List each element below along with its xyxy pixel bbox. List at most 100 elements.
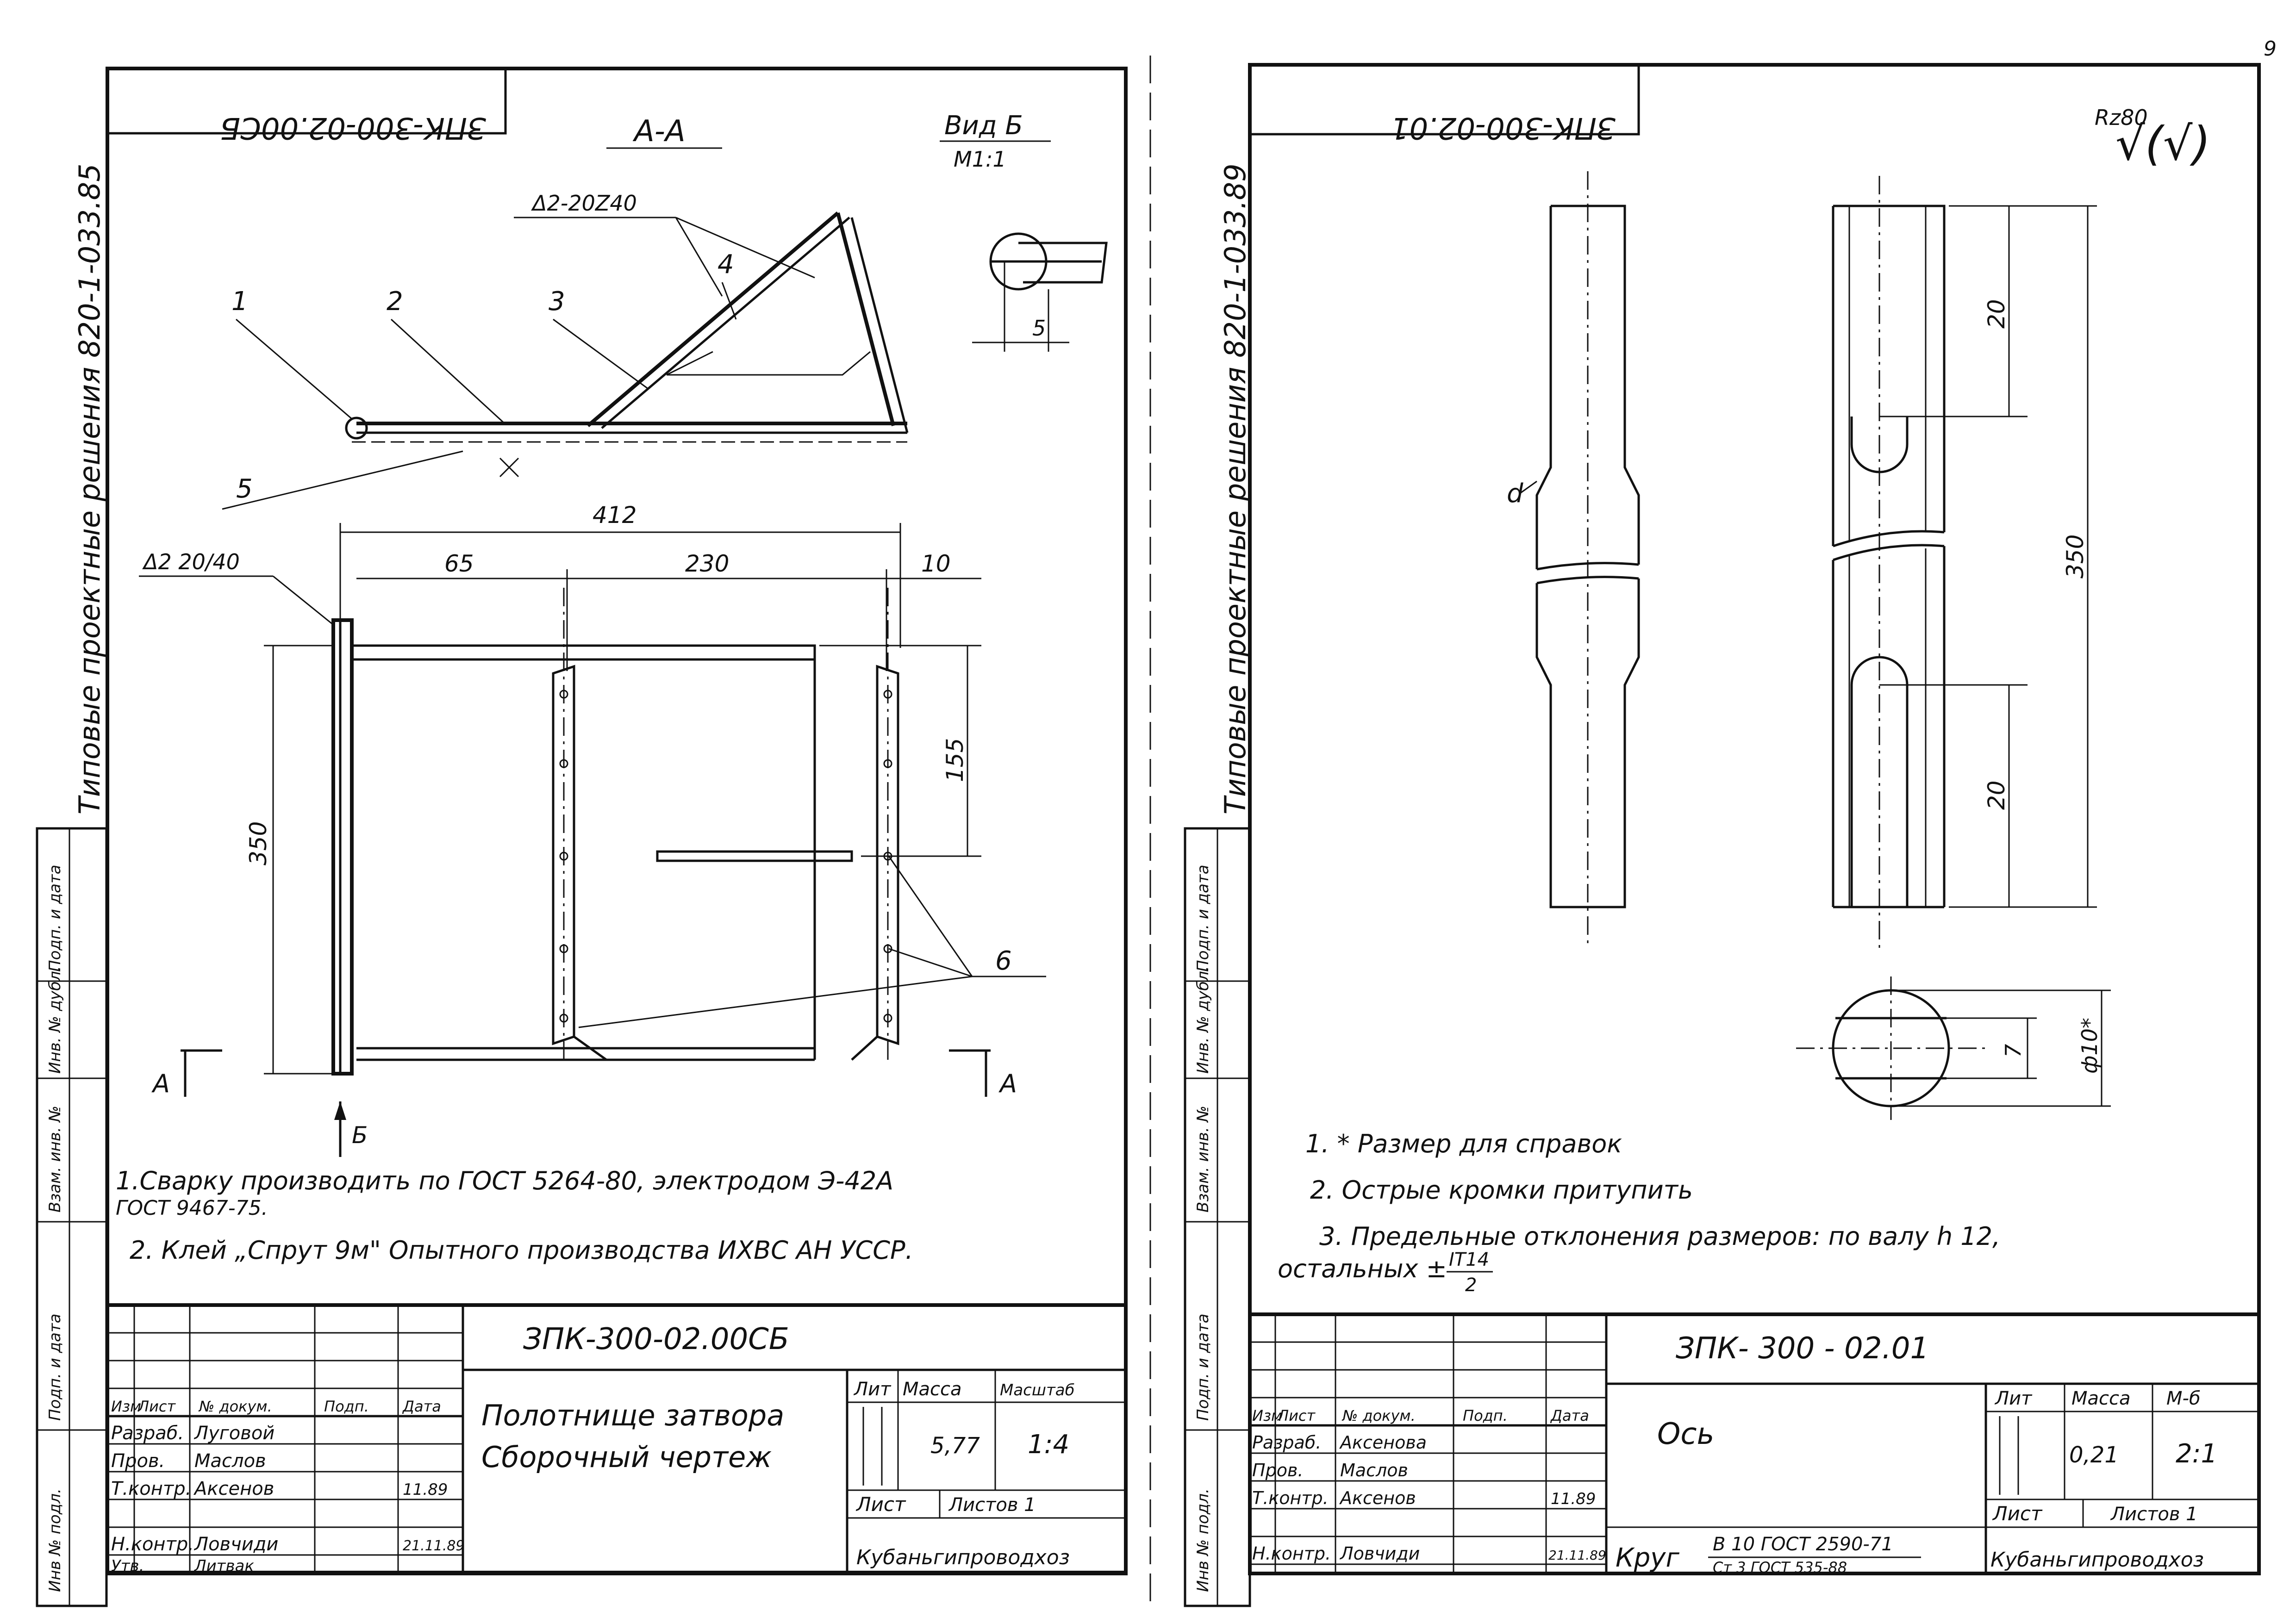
- left-code-box: [106, 67, 507, 135]
- callout-5: 5: [236, 474, 253, 504]
- stamp-label: Взам. инв. №: [1194, 1106, 1212, 1213]
- tb-material-word: Круг: [1616, 1543, 1679, 1573]
- dim-350: 350: [245, 821, 272, 865]
- dim-7: 7: [2001, 1044, 2026, 1057]
- tb-sheet: Лист: [1992, 1502, 2043, 1525]
- tb-mass: 5,77: [930, 1433, 980, 1459]
- tb-date: 21.11.89: [403, 1538, 465, 1554]
- shaft-view-2: 20 20 350: [1832, 176, 2097, 949]
- right-stamp-strip: Инв № подл. Подп. и дата Взам. инв. № Ин…: [1184, 827, 1251, 1607]
- stamp-label: Подп. и дата: [1194, 864, 1212, 972]
- right-note-fraction-num: IT14: [1449, 1249, 1489, 1270]
- tb-sheet: Лист: [855, 1493, 906, 1516]
- stamp-label: Подп. и дата: [46, 864, 64, 972]
- weld-note-left: Δ2 20/40: [142, 549, 240, 574]
- dim-65: 65: [444, 550, 474, 577]
- stamp-label: Инв № подл.: [1194, 1488, 1212, 1592]
- left-note-line-1: 1.Сварку производить по ГОСТ 5264-80, эл…: [116, 1166, 893, 1195]
- tb-mass-hdr: Масса: [2071, 1388, 2131, 1409]
- plan-view: 6 350 155 А А Б: [151, 588, 1046, 1157]
- tb-lit-hdr: Лит: [853, 1379, 892, 1400]
- tb-person: Аксенов: [193, 1478, 274, 1499]
- left-side-title: Типовые проектные решения 820-1-033.85: [73, 163, 106, 815]
- tb-date: 11.89: [1551, 1490, 1596, 1508]
- tb-hdr: Изм: [111, 1398, 141, 1415]
- weld-note-top: Δ2-20Z40: [531, 191, 637, 216]
- right-code-box-text: ЗПК-300-02.01: [1391, 111, 1616, 145]
- tb-hdr: Изм: [1252, 1407, 1282, 1424]
- dim-230: 230: [685, 550, 729, 577]
- tb-role: Пров.: [1252, 1460, 1303, 1480]
- tb-role: Пров.: [111, 1450, 165, 1472]
- tb-role: Разраб.: [1252, 1432, 1321, 1453]
- tb-hdr: Лист: [1277, 1407, 1316, 1424]
- tb-sheets: Листов 1: [948, 1494, 1036, 1516]
- left-note-line-2: ГОСТ 9467-75.: [116, 1196, 268, 1220]
- tb-hdr: Подп.: [1463, 1407, 1508, 1424]
- right-sheet: ЗПК-300-02.01 Rz80 √(√) Типовые проектны…: [1184, 63, 2261, 1607]
- tb-lit-hdr: Лит: [1994, 1388, 2033, 1409]
- roughness-symbol: √(√): [2115, 117, 2210, 171]
- right-title-block: ЗПК- 300 - 02.01 Ось Изм Лист № докум. П…: [1248, 1312, 2261, 1576]
- d-label: d: [1507, 479, 1523, 509]
- dim-20-bottom: 20: [1983, 780, 2010, 810]
- tb-scale-hdr: Масштаб: [1000, 1381, 1075, 1399]
- right-note-line-2: 2. Острые кромки притупить: [1310, 1175, 1693, 1205]
- tb-role: Утв.: [111, 1557, 144, 1575]
- tb-role: Н.контр.: [1252, 1543, 1331, 1564]
- page-number: 9: [2264, 37, 2277, 61]
- section-profile: [345, 211, 909, 443]
- dim-10-dia: ф10*: [2077, 1018, 2102, 1074]
- tb-hdr: Подп.: [324, 1398, 369, 1415]
- stamp-label: Инв. № дубл.: [1194, 966, 1212, 1074]
- roughness-value: Rz80: [2095, 105, 2148, 130]
- shaft-view-1: d: [1507, 171, 1640, 949]
- view-arrow-label: Б: [352, 1122, 368, 1149]
- tb-org: Кубаньгипроводхоз: [856, 1546, 1070, 1569]
- tb-role: Н.контр.: [111, 1534, 194, 1555]
- tb-material-bot: Ст 3 ГОСТ 535-88: [1713, 1559, 1847, 1576]
- callout-6: 6: [995, 946, 1012, 976]
- stamp-label: Взам. инв. №: [46, 1106, 64, 1213]
- tb-role: Т.контр.: [1252, 1488, 1329, 1508]
- tb-role: Разраб.: [111, 1423, 184, 1444]
- tb-material-top: В 10 ГОСТ 2590-71: [1713, 1534, 1893, 1555]
- tb-role: Т.контр.: [111, 1478, 191, 1499]
- view-scale: М1:1: [954, 147, 1006, 172]
- tb-hdr: Лист: [137, 1398, 176, 1415]
- right-side-title: Типовые проектные решения 820-1-033.89: [1218, 163, 1252, 815]
- view-b-detail: 5: [972, 232, 1108, 352]
- tb-person: Ловчиди: [1339, 1543, 1420, 1564]
- tb-name-2: Сборочный чертеж: [481, 1440, 772, 1474]
- tb-scale-hdr: М-б: [2166, 1388, 2201, 1409]
- tb-person: Ловчиди: [193, 1534, 278, 1555]
- tb-scale: 1:4: [1028, 1430, 1069, 1460]
- left-note-line-3: 2. Клей „Спрут 9м" Опытного производства…: [130, 1236, 913, 1265]
- tb-person: Аксенов: [1339, 1488, 1416, 1508]
- stamp-label: Подп. и дата: [46, 1313, 64, 1421]
- stamp-label: Инв. № дубл.: [46, 966, 64, 1074]
- tb-person: Литвак: [193, 1557, 254, 1575]
- right-frame: [1248, 63, 2261, 1316]
- tb-code: ЗПК- 300 - 02.01: [1676, 1331, 1929, 1366]
- dim-155: 155: [942, 738, 968, 782]
- tb-hdr: № докум.: [1341, 1407, 1416, 1424]
- tb-hdr: Дата: [1550, 1407, 1589, 1424]
- cut-label-right: А: [998, 1069, 1017, 1098]
- callouts: 1 2 3 4 5: [222, 249, 737, 510]
- cut-label-left: А: [151, 1069, 170, 1098]
- dim-10: 10: [921, 550, 951, 577]
- stamp-label: Инв № подл.: [46, 1488, 64, 1592]
- tb-code: ЗПК-300-02.00СБ: [523, 1322, 789, 1356]
- callout-1: 1: [231, 286, 248, 317]
- tb-mass-hdr: Масса: [903, 1379, 962, 1400]
- dim-412: 412: [593, 502, 636, 529]
- view-dim-5: 5: [1032, 316, 1046, 341]
- right-note-fraction-den: 2: [1465, 1275, 1477, 1296]
- section-label: А-А: [632, 114, 686, 149]
- tb-scale: 2:1: [2176, 1439, 2217, 1469]
- right-note-line-4: остальных ±: [1278, 1254, 1447, 1283]
- tb-person: Аксенова: [1339, 1432, 1427, 1453]
- tb-date: 11.89: [403, 1480, 448, 1499]
